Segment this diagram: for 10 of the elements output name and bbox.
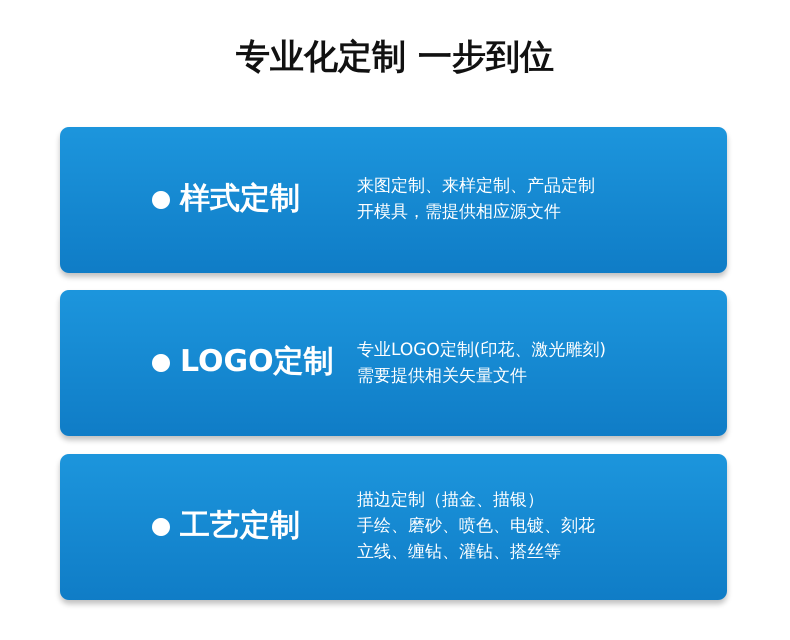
category-card: [60, 127, 727, 273]
card-description: 专业LOGO定制(印花、激光雕刻)需要提供相关矢量文件: [357, 339, 606, 388]
card-heading: 样式定制: [180, 180, 300, 218]
category-card: [60, 290, 727, 436]
card-description: 描边定制（描金、描银）手绘、磨砂、喷色、电镀、刻花立线、缠钻、灌钻、搭丝等: [357, 489, 595, 564]
title: 专业化定制 一步到位: [235, 36, 555, 79]
card-heading: 工艺定制: [180, 507, 300, 545]
card-heading: LOGO定制: [180, 343, 334, 381]
category-card: [60, 454, 727, 600]
card-description: 来图定制、来样定制、产品定制开模具，需提供相应源文件: [357, 175, 595, 224]
